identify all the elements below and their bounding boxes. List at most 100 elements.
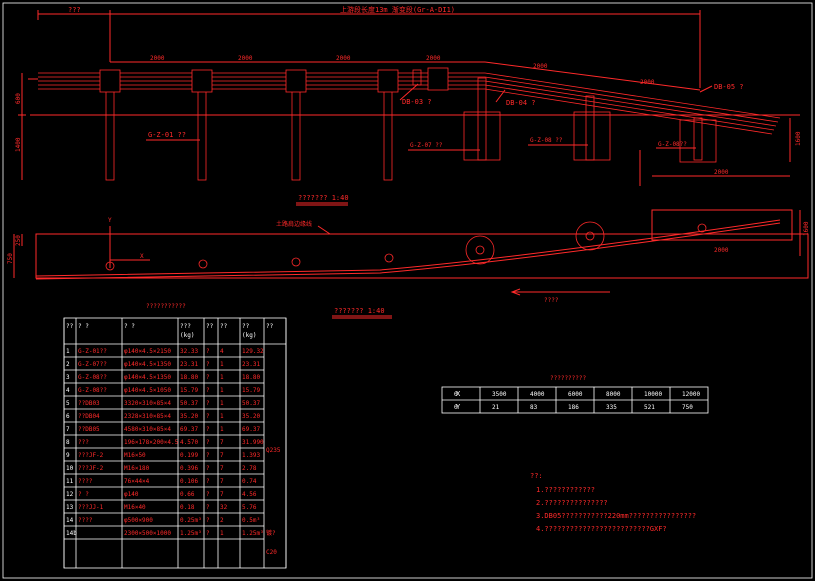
table-cell: 0.25m³ xyxy=(180,517,202,524)
plan-left-dim-250: 250 xyxy=(15,235,22,246)
table-cell: 1.393 xyxy=(242,452,260,459)
note-line-2: 2.??????????????? xyxy=(536,499,608,507)
table-cell: 69.37 xyxy=(242,426,260,433)
table-cell: 4 xyxy=(66,387,70,394)
table-cell: 1.25m³ xyxy=(180,530,202,537)
table-cell: 32.33 xyxy=(180,348,198,355)
table-cell: 11 xyxy=(66,478,74,485)
note-line-4: 4.?????????????????????????GXF? xyxy=(536,525,667,533)
notes-title: ??: xyxy=(530,472,543,480)
table-header-cell: ?? xyxy=(266,323,274,330)
spacing-label-3: 2000 xyxy=(336,55,351,62)
table-cell: 4580×310×85×4 xyxy=(124,426,171,433)
coords-y-cell: 521 xyxy=(644,404,655,411)
table-cell: 7 xyxy=(66,426,70,433)
table-cell: ? ? xyxy=(78,491,89,498)
table-cell: 12 xyxy=(66,491,74,498)
spacing-label-5: 2000 xyxy=(533,63,548,70)
foundations xyxy=(463,111,717,163)
table-cell: 18.80 xyxy=(180,374,198,381)
table-cell: 15.79 xyxy=(242,387,260,394)
coords-title: ?????????? xyxy=(550,375,587,382)
table-cell: 0.199 xyxy=(180,452,198,459)
callout-gz01: G-Z-01 ?? xyxy=(148,131,186,139)
spacing-label-2: 2000 xyxy=(238,55,253,62)
elevation-view: 2000 2000 2000 2000 2000 2000 xyxy=(15,55,802,206)
left-dim-1400: 1400 xyxy=(15,137,22,152)
table-cell: ???JF-2 xyxy=(78,452,104,459)
table-cell: 5.76 xyxy=(242,504,257,511)
table-cell: 7 xyxy=(220,439,224,446)
table-cell: ? xyxy=(206,530,210,537)
coords-x-cell: 8000 xyxy=(606,391,621,398)
table-cell: 7 xyxy=(220,478,224,485)
table-cell: G-Z-08?? xyxy=(78,374,107,381)
table-cell: 1 xyxy=(220,361,224,368)
table-cell: ? xyxy=(206,491,210,498)
table-cell: 3320×310×85×4 xyxy=(124,400,171,407)
table-cell: ? xyxy=(206,413,210,420)
materials-table: ??????????? ??? ?? ????(kg)??????(kg)??1… xyxy=(63,303,287,569)
table-cell: 1 xyxy=(220,413,224,420)
plan-inner-dim-2000: 2000 xyxy=(714,247,729,254)
table-cell: 0.5m³ xyxy=(242,517,260,524)
table-cell: φ140×4.5×1350 xyxy=(124,374,171,381)
table-cell: φ140×4.5×1350 xyxy=(124,361,171,368)
table-cell: M16×180 xyxy=(124,465,150,472)
plan-left-dim-750: 750 xyxy=(7,253,14,264)
table-cell: 8 xyxy=(66,439,70,446)
table-cell: 0.66 xyxy=(180,491,195,498)
table-header-cell: (kg) xyxy=(180,332,194,339)
coords-y-cell: 335 xyxy=(606,404,617,411)
table-cell: G-Z-08?? xyxy=(78,387,107,394)
table-cell: 2 xyxy=(220,517,224,524)
table-cell: M16×40 xyxy=(124,504,146,511)
table-cell: M16×50 xyxy=(124,452,146,459)
table-cell: 1.25m³ xyxy=(242,530,264,537)
right-dim-1600: 1600 xyxy=(795,131,802,146)
table-cell: 23.31 xyxy=(242,361,260,368)
table-cell: ? xyxy=(206,452,210,459)
notes: ??: 1.???????????? 2.??????????????? 3.D… xyxy=(530,472,696,533)
callout-db03: DB-03 ? xyxy=(402,98,432,106)
coords-x-cell: 0 xyxy=(454,391,458,398)
table-cell: φ140×4.5×2150 xyxy=(124,348,171,355)
plan-right-dim-1600: 1600 xyxy=(803,221,810,236)
table-cell: 50.37 xyxy=(180,400,198,407)
table-cell: ??? xyxy=(78,439,89,446)
table-cell: 69.37 xyxy=(180,426,198,433)
coords-y-cell: 750 xyxy=(682,404,693,411)
table-cell: ? xyxy=(206,465,210,472)
table-cell: ? xyxy=(206,400,210,407)
table-cell: ???? xyxy=(78,517,93,524)
table-cell: 129.32 xyxy=(242,348,264,355)
table-header-cell: ?? xyxy=(66,323,74,330)
table-cell: 7 xyxy=(220,491,224,498)
table-cell: 32 xyxy=(220,504,228,511)
coords-x-cell: 6000 xyxy=(568,391,583,398)
direction-label: ???? xyxy=(544,297,559,304)
callout-gz07: G-Z-07 ?? xyxy=(410,142,443,149)
table-cell: G-Z-01?? xyxy=(78,348,107,355)
table-cell: 1 xyxy=(220,374,224,381)
coords-x-cell: 10000 xyxy=(644,391,662,398)
coords-y-cell: 83 xyxy=(530,404,538,411)
table-cell: 13 xyxy=(66,504,74,511)
table-cell: 3 xyxy=(66,374,70,381)
left-dim-600: 600 xyxy=(15,93,22,104)
spacing-label-6: 2000 xyxy=(640,79,655,86)
spacer-blocks xyxy=(99,67,449,93)
table-header-cell: ?? xyxy=(206,323,214,330)
table-cell: 2300×500×1000 xyxy=(124,530,171,537)
top-span-label: 上游段长度13m 渐变段(Gr-A-DI1) xyxy=(340,5,455,14)
table-header-cell: ? ? xyxy=(78,323,89,330)
table-cell: 1 xyxy=(220,530,224,537)
table-cell: ? xyxy=(206,348,210,355)
axis-y-label: Y xyxy=(108,217,112,224)
materials-title: ??????????? xyxy=(146,303,186,310)
table-cell: ? xyxy=(206,478,210,485)
table-cell: 35.20 xyxy=(242,413,260,420)
table-cell: φ500×900 xyxy=(124,517,153,524)
bottom-dim-2000: 2000 xyxy=(714,169,729,176)
